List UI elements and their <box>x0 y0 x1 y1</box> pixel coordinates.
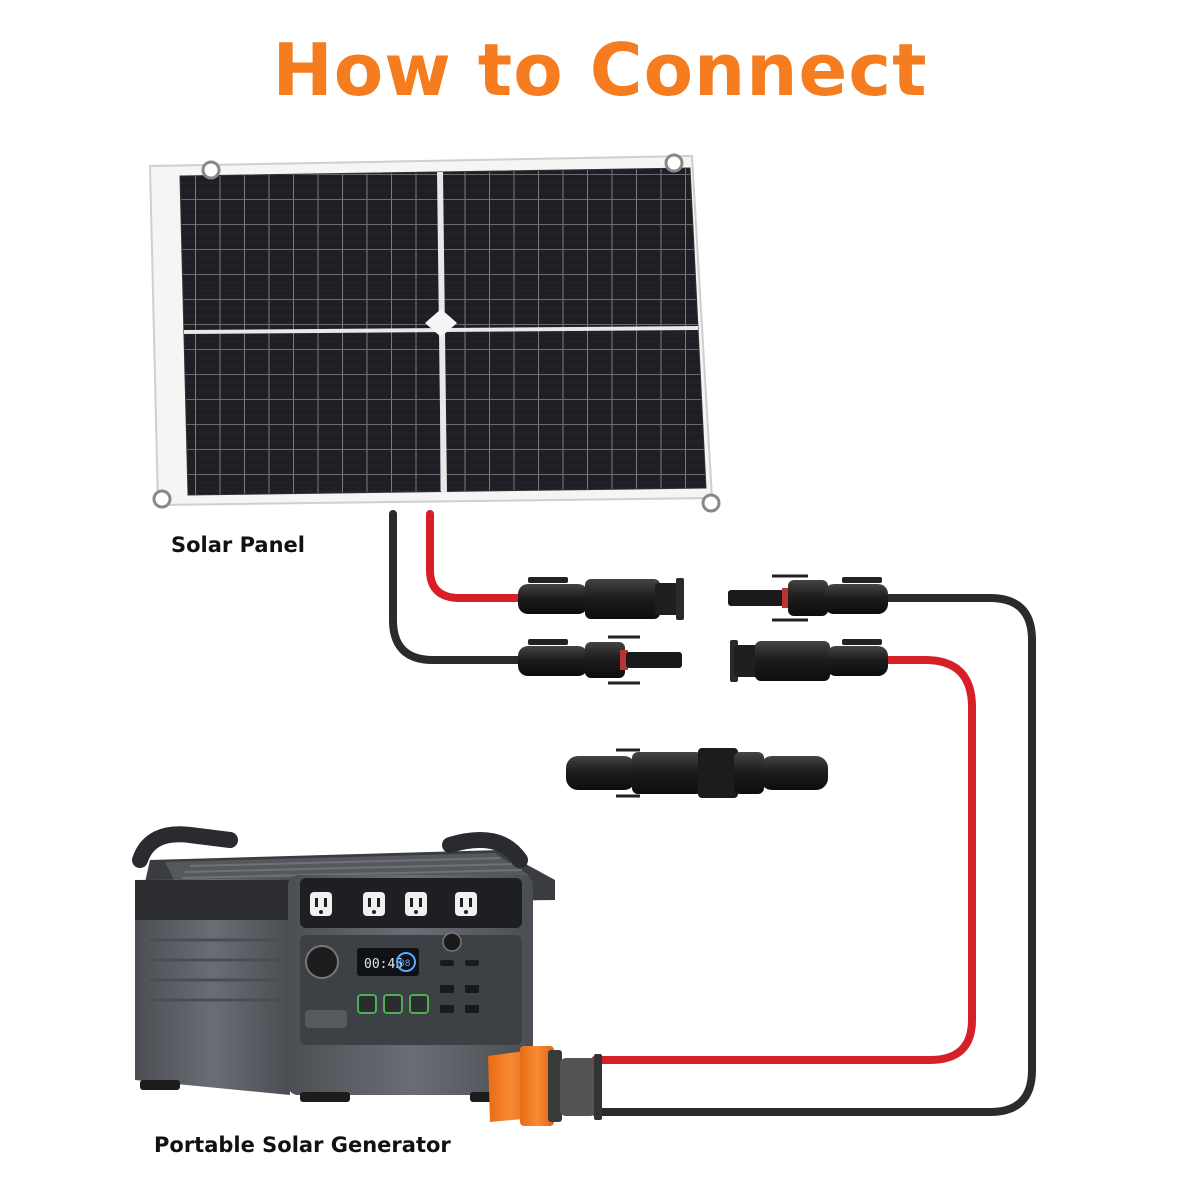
solar-panel-label: Solar Panel <box>171 533 305 557</box>
car-port-icon <box>442 932 462 952</box>
usb-port-icon <box>440 960 479 1013</box>
mc4-connector-icon <box>730 639 888 682</box>
generator-handle <box>442 832 528 868</box>
grommet-icon <box>152 153 721 513</box>
dc-button[interactable] <box>409 994 429 1014</box>
extension-negative-cable <box>591 594 1036 1116</box>
ac-button[interactable] <box>383 994 403 1014</box>
panel-positive-cable <box>426 510 524 602</box>
generator-label: Portable Solar Generator <box>154 1133 451 1157</box>
xt60-connector-icon <box>488 1046 602 1126</box>
extension-positive-cable <box>591 656 976 1064</box>
page-title: How to Connect <box>272 28 928 112</box>
solar-panel-icon <box>148 153 721 513</box>
power-station-icon: 00:45 88 <box>132 826 555 1102</box>
input-port-cover <box>305 1010 347 1028</box>
mc4-connector-icon <box>518 635 682 685</box>
mc4-connector-icon <box>728 574 888 622</box>
mc4-connector-icon <box>518 577 684 620</box>
lcd-readout: 00:45 <box>364 957 403 972</box>
power-button[interactable] <box>357 994 377 1014</box>
lcd-percent: 88 <box>399 959 411 969</box>
rv-outlet-icon <box>305 945 339 979</box>
generator-handle <box>132 826 238 868</box>
lcd-screen <box>357 948 419 976</box>
generator-side <box>135 878 290 1095</box>
mc4-connector-icon <box>566 748 828 798</box>
panel-center-diamond <box>425 309 457 337</box>
panel-negative-cable <box>389 510 524 664</box>
